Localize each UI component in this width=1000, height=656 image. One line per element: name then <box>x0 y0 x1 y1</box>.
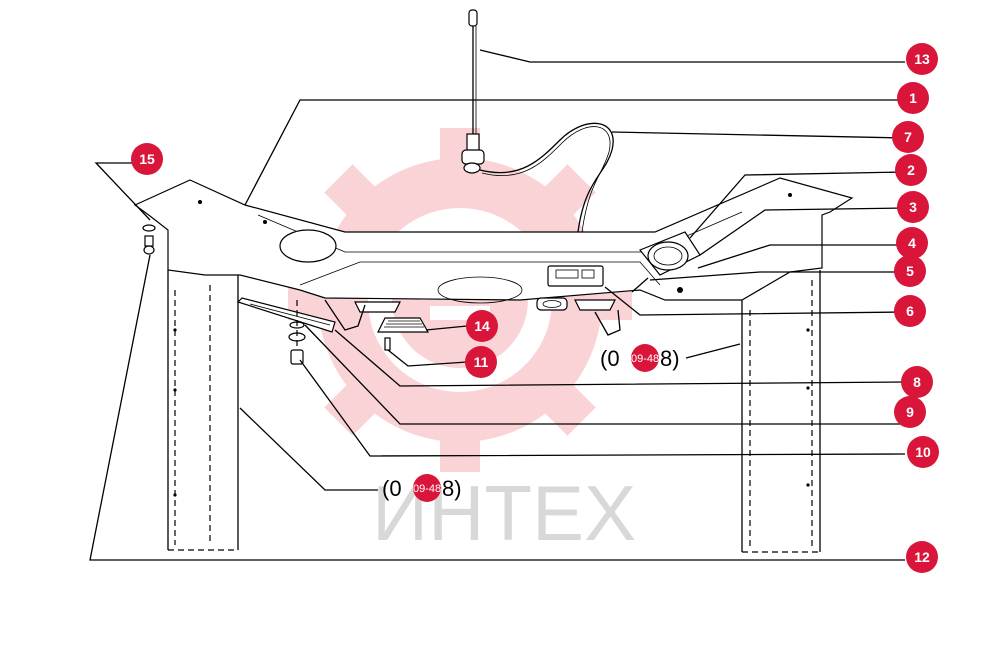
callout-2: 2 <box>895 154 927 186</box>
callout-3: 3 <box>897 191 929 223</box>
callout-14: 14 <box>466 310 498 342</box>
callout-1: 1 <box>897 82 929 114</box>
reference-open: (0 <box>600 346 620 371</box>
callout-9: 9 <box>894 396 926 428</box>
svg-text:12: 12 <box>914 549 930 565</box>
callout-15: 15 <box>131 143 163 175</box>
watermark-text: ИНТЕХ <box>372 469 636 557</box>
reference-label-upper: (0 09-48 8) <box>600 344 680 372</box>
callout-11: 11 <box>465 346 497 378</box>
reference-badge: 09-48 <box>631 353 659 365</box>
callout-6: 6 <box>894 295 926 327</box>
leader-lines <box>89 49 906 561</box>
reference-close: 8) <box>442 476 462 501</box>
reference-open: (0 <box>382 476 402 501</box>
svg-text:15: 15 <box>139 151 155 167</box>
svg-text:6: 6 <box>906 303 914 319</box>
reference-close: 8) <box>660 346 680 371</box>
svg-text:1: 1 <box>909 90 917 106</box>
svg-text:14: 14 <box>474 318 490 334</box>
svg-text:4: 4 <box>908 235 916 251</box>
callout-12: 12 <box>906 541 938 573</box>
svg-text:11: 11 <box>474 354 489 370</box>
callout-13: 13 <box>906 43 938 75</box>
antenna-cable <box>479 122 614 233</box>
callout-10: 10 <box>907 436 939 468</box>
svg-text:2: 2 <box>907 162 915 178</box>
screw-15 <box>142 224 156 255</box>
reference-label-lower: (0 09-48 8) <box>382 474 462 502</box>
roof-console <box>133 177 854 336</box>
svg-text:9: 9 <box>906 404 914 420</box>
svg-text:5: 5 <box>906 263 914 279</box>
svg-text:13: 13 <box>914 51 930 67</box>
screw-11 <box>384 337 391 351</box>
svg-text:3: 3 <box>909 199 917 215</box>
right-pillar <box>741 270 821 553</box>
callout-4: 4 <box>896 227 928 259</box>
svg-text:7: 7 <box>904 129 912 145</box>
svg-text:8: 8 <box>913 374 921 390</box>
callout-8: 8 <box>901 366 933 398</box>
callout-5: 5 <box>894 255 926 287</box>
reference-badge: 09-48 <box>413 483 441 495</box>
callout-7: 7 <box>892 121 924 153</box>
switch-unit-14 <box>377 317 430 333</box>
antenna <box>461 9 485 174</box>
svg-text:10: 10 <box>915 444 931 460</box>
left-pillar <box>167 270 239 551</box>
